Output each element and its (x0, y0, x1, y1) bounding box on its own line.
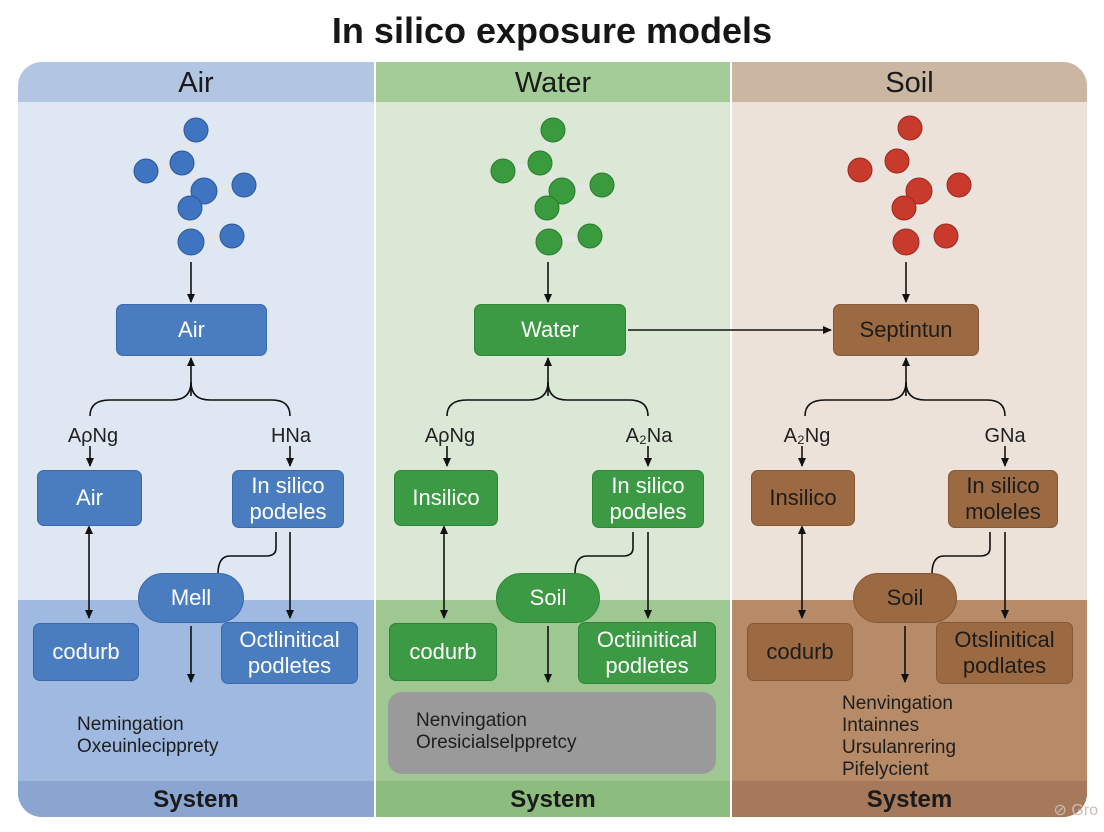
node-water-bottom-right[interactable]: Octiinitical podletes (578, 622, 716, 684)
node-soil-bottom-left[interactable]: codurb (747, 623, 853, 681)
molecule-soil (847, 115, 972, 256)
notes-soil: Nenvingation Intainnes Ursulanrering Pif… (842, 693, 956, 781)
water-note-panel (388, 692, 716, 774)
column-header-soil: Soil (732, 62, 1087, 102)
node-soil-top[interactable]: Septintun (833, 304, 979, 356)
label-water-right: A₂Na (625, 425, 673, 447)
node-water-top[interactable]: Water (474, 304, 626, 356)
column-header-air: Air (18, 62, 374, 102)
node-water-bottom-left[interactable]: codurb (389, 623, 497, 681)
label-soil-right: GNa (984, 425, 1026, 447)
node-air-middle[interactable]: Mell (138, 573, 244, 623)
node-air-bottom-left[interactable]: codurb (33, 623, 139, 681)
node-air-right[interactable]: In silico podeles (232, 470, 344, 528)
molecule-water (490, 117, 615, 256)
system-footer-water: System (376, 781, 730, 817)
label-air-left: AρNg (67, 425, 119, 447)
system-footer-air: System (18, 781, 374, 817)
molecule-air (133, 117, 257, 256)
node-air-top[interactable]: Air (116, 304, 267, 356)
brace-soil (804, 381, 1006, 417)
system-footer-soil: System (732, 781, 1087, 817)
column-header-water: Water (376, 62, 730, 102)
note-soil-1: Nenvingation (842, 693, 953, 714)
brace-air (89, 381, 291, 417)
notes-air: Nemingation Oxeuinlecipprety (77, 714, 219, 758)
note-air-2: Oxeuinlecipprety (77, 736, 219, 757)
node-soil-middle[interactable]: Soil (853, 573, 957, 623)
node-air-left[interactable]: Air (37, 470, 142, 526)
note-soil-3: Ursulanrering (842, 737, 957, 758)
node-air-bottom-right[interactable]: Octlinitical podletes (221, 622, 358, 684)
note-water-2: Oresicialselppretcy (416, 732, 577, 753)
node-soil-bottom-right[interactable]: Otslinitical podlates (936, 622, 1073, 684)
node-water-right[interactable]: In silico podeles (592, 470, 704, 528)
diagram-frame: Air System Water System Soil System (18, 62, 1087, 817)
watermark-icon: ⊘ (1053, 802, 1072, 819)
node-water-middle[interactable]: Soil (496, 573, 600, 623)
label-air-right: HNa (270, 425, 311, 447)
watermark: ⊘ Gro (1053, 802, 1098, 819)
note-soil-4: Pifelycient (842, 759, 929, 780)
note-air-1: Nemingation (77, 714, 184, 735)
diagram-title: In silico exposure models (331, 10, 773, 51)
label-soil-left: A₂Ng (783, 425, 831, 447)
node-water-left[interactable]: Insilico (394, 470, 498, 526)
node-soil-left[interactable]: Insilico (751, 470, 855, 526)
node-soil-right[interactable]: In silico moleles (948, 470, 1058, 528)
notes-water: Nenvingation Oresicialselppretcy (416, 710, 577, 754)
note-water-1: Nenvingation (416, 710, 527, 731)
label-water-left: AρNg (424, 425, 476, 447)
note-soil-2: Intainnes (842, 715, 920, 736)
